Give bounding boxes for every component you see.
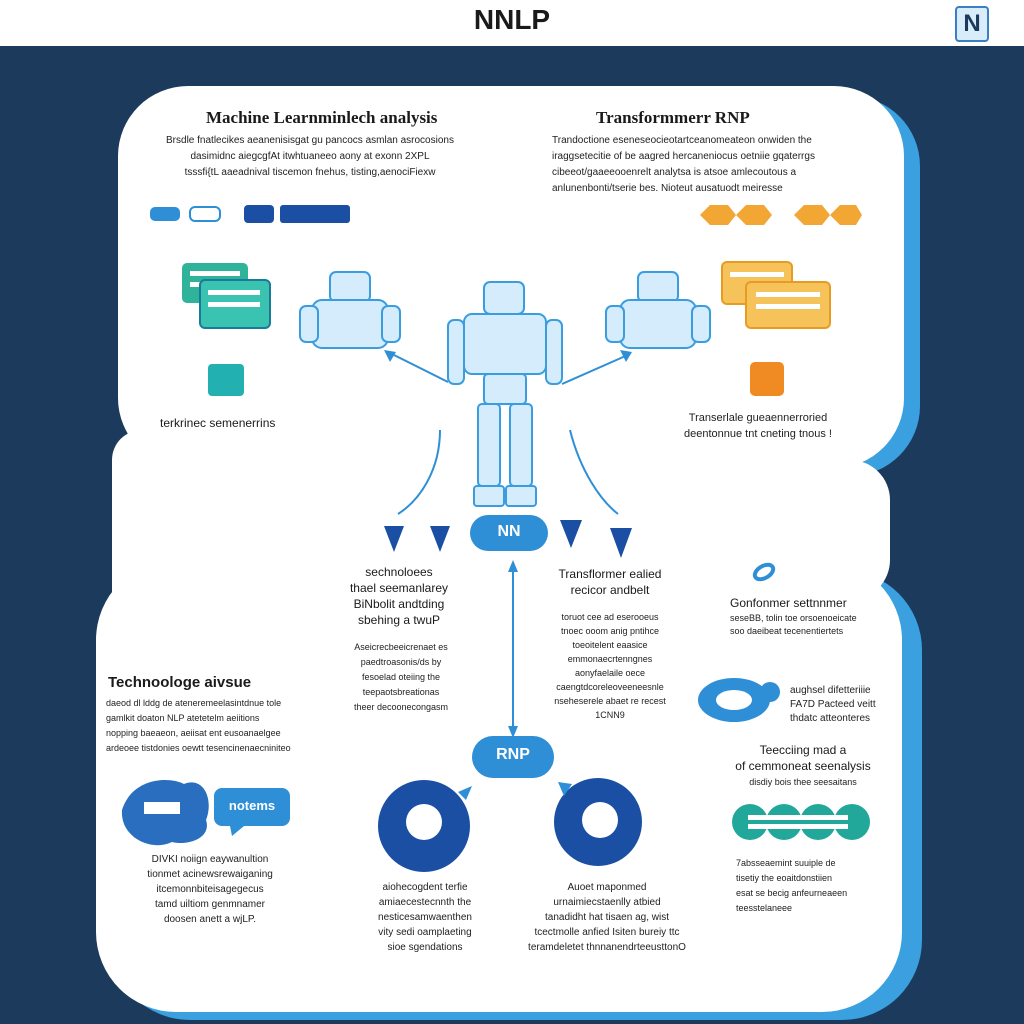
teal-chip-row (732, 804, 870, 840)
technology-ai-heading: Technoologe aivsue (108, 674, 252, 691)
bottom-center-right-body: Auoet maponmed urnaimiecstaenlly atbied … (528, 882, 686, 953)
bottom-center-left-body: aiohecogdent terfie amiaecestecnnth the … (378, 882, 472, 953)
transformer-heading: Transformmerr RNP (596, 108, 750, 127)
region-map-illustration (121, 780, 209, 846)
technology-heading: sechnoloees thael seemanlarey BiNbolit a… (349, 565, 449, 627)
connector-lines (387, 351, 631, 728)
ml-caption: terkrinec semenerrins (160, 416, 276, 430)
transformer-chip-row (700, 205, 862, 225)
ml-heading: Machine Learnminlech analysis (206, 108, 438, 127)
arrowheads (384, 350, 632, 738)
transformer-caption: Transerlale gueaennerroried deentonnue t… (683, 412, 832, 440)
robot-right-illustration (605, 271, 711, 349)
technology-description: Aseicrecbeeicrenaet es paedtroasonis/ds … (353, 642, 449, 712)
speech-bubble (214, 788, 290, 836)
transformer-detail-body: toruot cee ad eserooeus tnoec ooom anig … (554, 612, 666, 720)
bottom-right-side-text: aughsel difetteriiie FA7D Pacteed veitt … (790, 685, 876, 724)
rnp-node-label: RNP (496, 746, 530, 763)
transformer-description: Trandoctione eseneseocieotartceanomeateo… (552, 135, 815, 194)
logo-icon: N (955, 6, 989, 42)
bottom-right-body: 7absseaemint suuiple de tisetiy the eoai… (736, 858, 848, 913)
page-title: NNLP (473, 4, 551, 35)
robot-center-illustration (447, 281, 563, 507)
robot-left-illustration (299, 271, 401, 349)
ml-chip-row (150, 205, 350, 223)
bottom-right-sub: disdiy bois thee seesaitans (749, 777, 857, 787)
link-icon (752, 562, 776, 582)
bottom-left-body: DIVKI noiign eaywanultion tionmet acinew… (147, 854, 273, 925)
bottom-right-heading: Teecciing mad a of cemmoneat seenalysis (735, 743, 871, 773)
down-arrows (384, 520, 632, 558)
bottom-circle-right (554, 778, 642, 866)
speech-bubble-label: notems (228, 798, 276, 813)
ml-description: Brsdle fnatlecikes aeanenisisgat gu panc… (166, 135, 454, 178)
cloud-bubble-illustration (698, 678, 780, 722)
conformer-description: seseBB, tolin toe orsoenoeicate soo daei… (730, 613, 857, 636)
transformer-detail-heading: Transflormer ealied recicor andbelt (558, 567, 662, 597)
nn-node (470, 515, 548, 551)
conformer-heading: Gonfonmer settnnmer (730, 596, 847, 610)
nn-node-label: NN (497, 523, 521, 540)
rnp-node (472, 736, 554, 778)
orange-data-stack (721, 261, 831, 396)
bottom-circle-left (378, 780, 472, 872)
header-bar (0, 0, 1024, 46)
teal-data-stack (182, 263, 271, 396)
technology-ai-description: daeod dl lddg de ateneremeelasintdnue to… (106, 698, 291, 753)
